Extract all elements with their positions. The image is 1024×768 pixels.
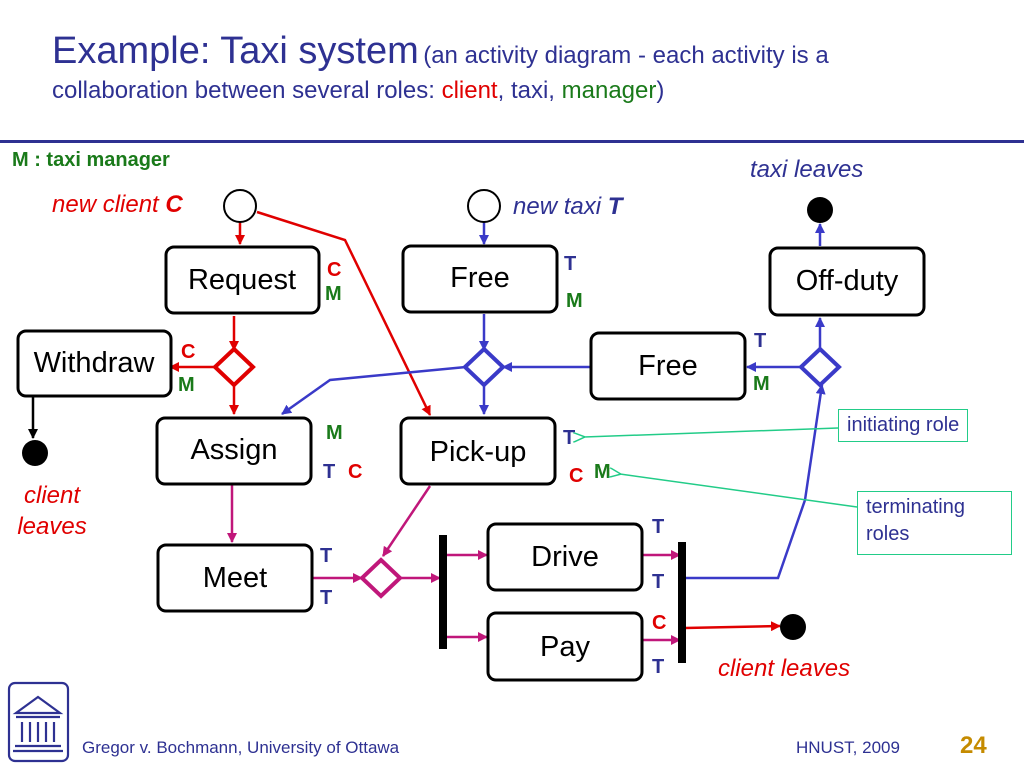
title-manager: manager — [561, 76, 657, 104]
title-taxi: taxi — [510, 76, 549, 104]
offduty-decision-diamond — [798, 346, 842, 388]
role-free-taxi: T — [564, 253, 576, 275]
new-taxi-label: new taxi T — [513, 193, 625, 220]
meet-pickup-join-diamond — [359, 557, 403, 599]
activity-meet-box — [156, 543, 314, 613]
activity-free-box — [401, 244, 559, 314]
title-main: Example: Taxi system — [52, 30, 419, 72]
sync-flows — [227, 484, 681, 645]
taxi-flows — [281, 222, 826, 580]
title-comma-2: , — [548, 76, 562, 104]
title-sub-prefix: (an activity diagram - each activity is … — [423, 42, 829, 69]
activity-request-box — [164, 245, 321, 315]
client-leaves-left-line2: leaves — [17, 513, 86, 540]
note-connectors — [584, 427, 858, 508]
taxi-leaves-label: taxi leaves — [750, 156, 863, 183]
terminating-roles-line2: roles — [866, 523, 910, 545]
activity-offduty-box — [768, 246, 926, 317]
role-free-2-taxi: T — [754, 330, 766, 352]
fork-bar — [439, 535, 447, 649]
start-node-new-client — [223, 189, 257, 223]
role-pay-client: C — [652, 612, 666, 634]
join-bar — [678, 542, 686, 663]
role-free-manager: M — [566, 290, 583, 312]
new-client-var: C — [165, 191, 183, 218]
role-meet-taxi-2: T — [320, 587, 332, 609]
start-node-new-taxi — [467, 189, 501, 223]
role-meet-taxi-1: T — [320, 545, 332, 567]
activity-offduty: Off-duty — [796, 265, 899, 297]
role-drive-taxi-1: T — [652, 516, 664, 538]
slide-title: Example: Taxi system (an activity diagra… — [52, 28, 1012, 106]
activity-assign-box — [155, 416, 313, 486]
page-number: 24 — [960, 732, 987, 759]
activity-pay-box — [486, 611, 644, 682]
manager-legend: M : taxi manager — [12, 149, 170, 171]
client-leaves-left-line1: client — [24, 482, 81, 509]
role-assign-manager: M — [326, 422, 343, 444]
terminating-roles-line1: terminating — [866, 496, 965, 518]
client-leaves-right-label: client leaves — [718, 655, 850, 682]
activity-pay: Pay — [540, 631, 590, 663]
role-request-manager: M — [325, 283, 342, 305]
role-pickup-manager: M — [594, 461, 611, 483]
activity-meet: Meet — [203, 562, 267, 594]
terminating-roles-note: terminating roles — [857, 491, 1012, 555]
activity-free-2-box — [589, 331, 747, 401]
initiating-role-note: initiating role — [838, 409, 969, 442]
role-free-2-manager: M — [753, 373, 770, 395]
activity-withdraw: Withdraw — [34, 347, 156, 379]
role-request-client: C — [327, 259, 341, 281]
role-pickup-client: C — [569, 465, 583, 487]
taxi-merge-diamond — [462, 346, 506, 388]
new-taxi-var: T — [608, 193, 625, 220]
role-pay-taxi: T — [652, 656, 664, 678]
end-node-taxi-leaves — [807, 197, 833, 223]
university-building-logo-icon — [7, 681, 70, 763]
role-pickup-taxi: T — [563, 427, 575, 449]
title-client: client — [441, 76, 498, 104]
activity-free-2: Free — [638, 350, 698, 382]
activity-withdraw-box — [16, 329, 173, 398]
activity-drive-box — [486, 522, 644, 592]
activity-assign: Assign — [190, 434, 277, 466]
title-divider — [0, 140, 1024, 143]
activity-pickup-box — [399, 416, 557, 486]
footer-venue: HNUST, 2009 — [796, 738, 900, 757]
new-client-text: new client — [52, 191, 165, 218]
activity-drive: Drive — [531, 541, 599, 573]
footer-author: Gregor v. Bochmann, University of Ottawa — [82, 738, 400, 757]
role-assign-client: C — [348, 461, 362, 483]
initiating-role-text: initiating role — [847, 414, 960, 436]
role-withdraw-client: C — [181, 341, 195, 363]
role-withdraw-manager: M — [178, 374, 195, 396]
role-assign-taxi: T — [323, 461, 335, 483]
activity-pickup: Pick-up — [430, 436, 527, 468]
end-node-client-leaves-right — [780, 614, 806, 640]
client-flows — [169, 210, 781, 632]
new-client-label: new client C — [52, 191, 183, 218]
client-decision-diamond — [212, 346, 256, 388]
new-taxi-text: new taxi — [513, 193, 608, 220]
title-comma-1: , — [497, 76, 511, 104]
activity-free: Free — [450, 262, 510, 294]
end-node-client-leaves-left — [22, 440, 48, 466]
role-drive-taxi-2: T — [652, 571, 664, 593]
title-close: ) — [656, 76, 665, 104]
activity-request: Request — [188, 264, 296, 296]
title-sub-line2: collaboration between several roles: — [52, 76, 442, 104]
